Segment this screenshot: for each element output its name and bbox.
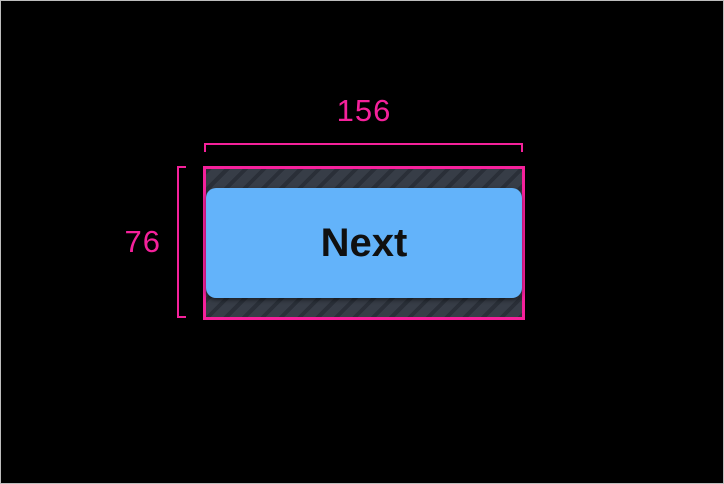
measured-bounds-box: Next (203, 166, 525, 320)
next-button-label: Next (320, 220, 408, 265)
width-measurement-bracket (204, 143, 523, 152)
height-measurement-bracket (177, 166, 186, 318)
next-button[interactable]: Next (206, 188, 522, 298)
width-dimension-label: 156 (336, 93, 392, 128)
height-dimension-label: 76 (124, 224, 161, 259)
